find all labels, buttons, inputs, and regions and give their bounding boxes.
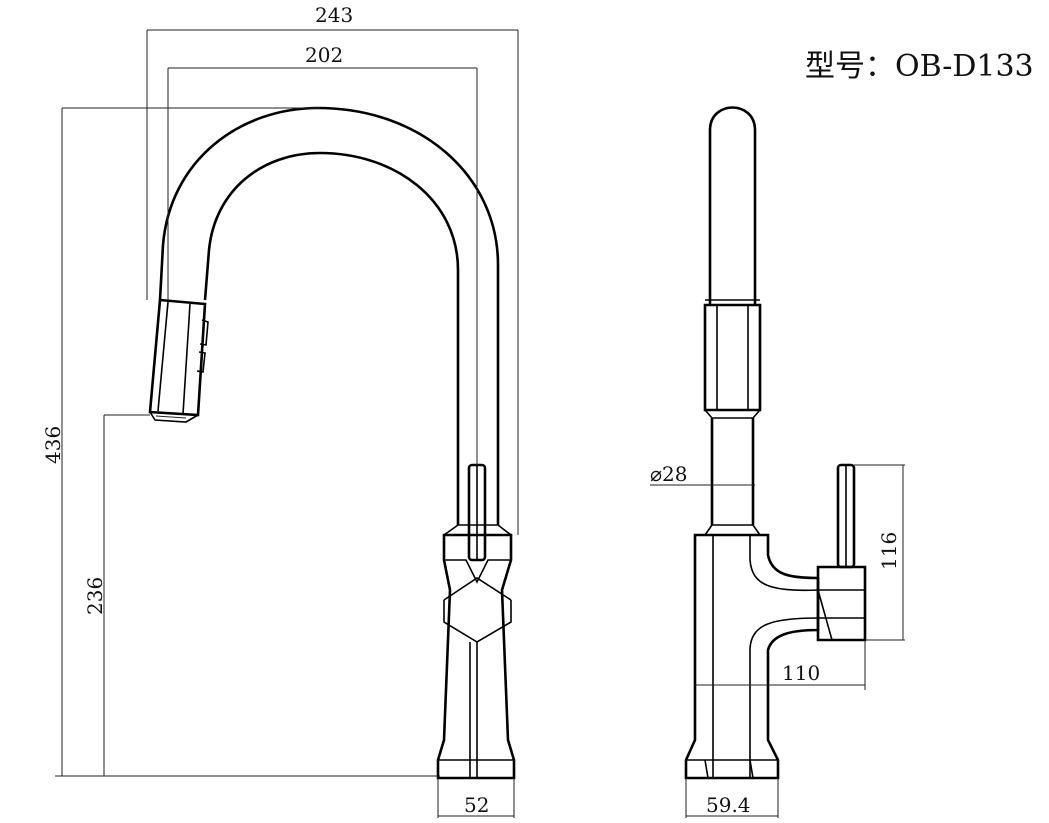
dim-52: 52	[464, 793, 489, 817]
spout-inner-edge	[203, 151, 460, 525]
dim-diameter-28: ⌀28	[650, 462, 688, 486]
model-label: 型号：OB-D133	[805, 49, 1034, 84]
dim-436: 436	[41, 426, 65, 464]
dim-202: 202	[305, 43, 343, 67]
side-spray-head	[703, 299, 762, 419]
dim-59-4: 59.4	[706, 793, 751, 817]
front-handle	[467, 463, 487, 562]
dim-116: 116	[877, 532, 901, 570]
dim-236: 236	[83, 577, 107, 615]
side-body	[684, 533, 820, 780]
dimension-lines-front: 243 202 436 236 52	[41, 3, 519, 818]
side-view	[684, 106, 867, 780]
dimension-lines-side: ⌀28 116 110 59.4	[650, 462, 905, 818]
side-handle	[816, 463, 867, 642]
dim-110: 110	[782, 661, 820, 685]
front-view	[148, 106, 516, 780]
side-lower-pipe	[710, 418, 755, 525]
dim-243: 243	[315, 3, 353, 27]
side-pipe	[708, 106, 757, 305]
spout-outer-edge	[158, 106, 500, 525]
spray-head	[148, 298, 209, 423]
front-body	[436, 524, 516, 780]
